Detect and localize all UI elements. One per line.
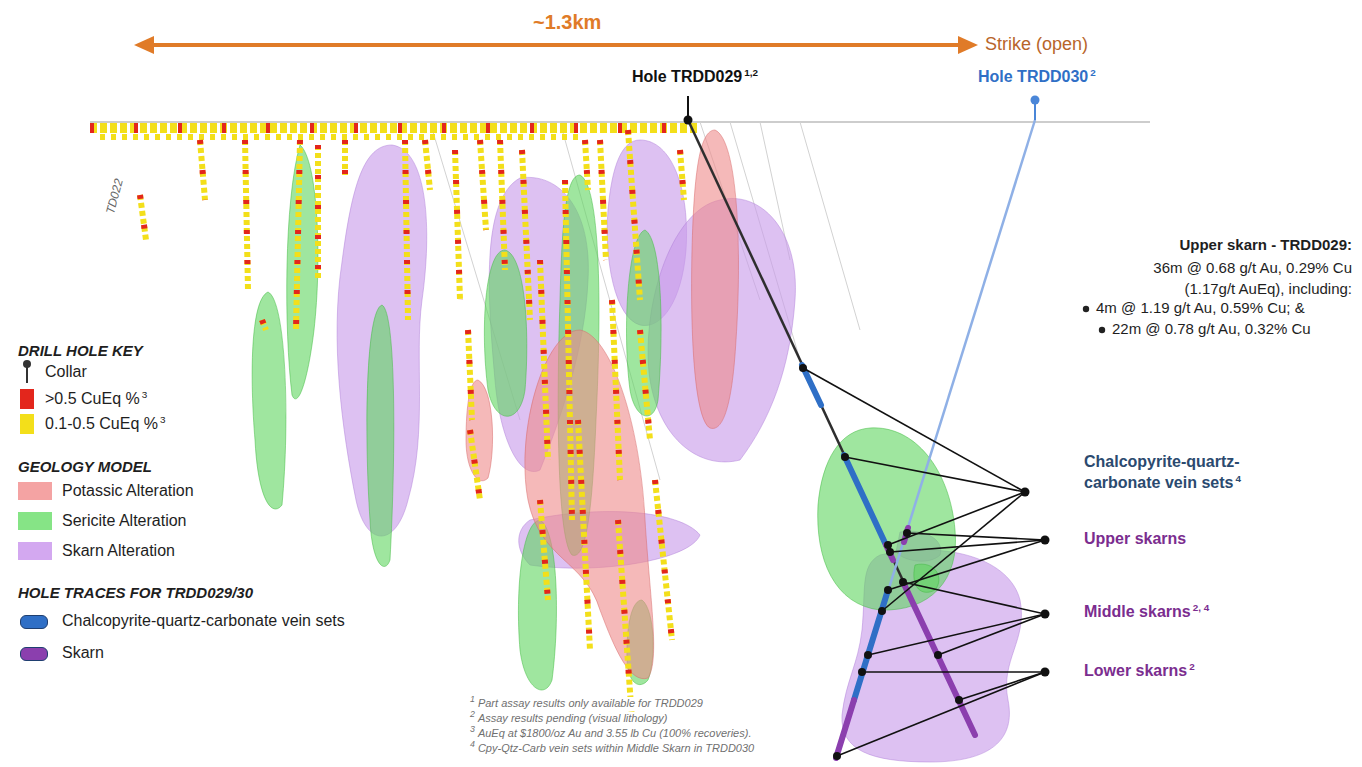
legend-heading: GEOLOGY MODEL: [18, 458, 152, 475]
legend-heading: HOLE TRACES FOR TRDD029/30: [18, 584, 253, 601]
collar-symbol: [20, 359, 34, 385]
footnote: AuEq at $1800/oz Au and 3.55 lb Cu (100%…: [478, 727, 752, 739]
legend-heading: DRILL HOLE KEY: [18, 342, 143, 359]
footnote-marker: 4: [470, 739, 475, 749]
legend-text: Skarn: [62, 644, 104, 661]
callout-label: Middle skarns: [1084, 603, 1191, 620]
footnote-marker: 3: [160, 414, 166, 425]
hole-label: Hole TRDD030: [978, 68, 1088, 85]
color-swatch: [20, 389, 34, 409]
intercept-text: 4m @ 1.19 g/t Au, 0.59% Cu; &: [1096, 299, 1305, 316]
text-group: HOLE TRACES FOR TRDD029/30: [18, 584, 253, 601]
callout-label: Chalcopyrite-quartz-carbonate vein sets: [1084, 453, 1240, 491]
intercept-text: 36m @ 0.68 g/t Au, 0.29% Cu (1.17g/t AuE…: [1153, 259, 1352, 297]
text-group: 22m @ 0.78 g/t Au, 0.32% Cu: [1112, 320, 1311, 337]
text-group: Hole TRDD0291,2: [632, 68, 758, 86]
text-group: Upper skarn - TRDD029:: [1179, 236, 1352, 253]
text-group: DRILL HOLE KEY: [18, 342, 143, 359]
text-group: 3AuEq at $1800/oz Au and 3.55 lb Cu (100…: [470, 727, 751, 739]
footnote: Assay results pending (visual lithology): [478, 712, 668, 724]
legend-entry: Potassic Alteration: [62, 482, 194, 500]
legend-text: 0.1-0.5 CuEq %: [45, 415, 158, 432]
text-group: Middle skarns2, 4: [1084, 603, 1209, 621]
legend-entry: 0.1-0.5 CuEq %3: [45, 415, 165, 433]
footnote-marker: 2, 4: [1193, 602, 1210, 613]
color-swatch: [18, 542, 52, 560]
footnote-marker: 4: [1235, 473, 1241, 484]
legend-entry: >0.5 CuEq %3: [45, 390, 147, 408]
trace-swatch: [20, 615, 48, 629]
legend-text: Potassic Alteration: [62, 482, 194, 499]
trace-swatch: [20, 647, 48, 661]
color-swatch: [18, 512, 52, 530]
legend-text: Collar: [45, 363, 87, 380]
hole-id: TD022: [103, 177, 126, 215]
legend-text: Chalcopyrite-quartz-carbonate vein sets: [62, 612, 345, 629]
legend-text: Sericite Alteration: [62, 512, 187, 529]
text-group: Upper skarns: [1084, 530, 1186, 548]
legend-text: Skarn Alteration: [62, 542, 175, 559]
text-group: Strike (open): [985, 34, 1088, 55]
footnote: Part assay results only available for TR…: [478, 697, 703, 709]
legend-entry: Skarn Alteration: [62, 542, 175, 560]
text-group: GEOLOGY MODEL: [18, 458, 152, 475]
footnote-marker: 1,2: [744, 67, 758, 78]
footnote-marker: 3: [142, 389, 148, 400]
text-group: ~1.3km: [533, 11, 601, 34]
intercept-heading: Upper skarn - TRDD029:: [1179, 236, 1352, 253]
text-group: 4Cpy-Qtz-Carb vein sets within Middle Sk…: [470, 742, 754, 754]
legend-entry: Chalcopyrite-quartz-carbonate vein sets: [62, 612, 345, 630]
direction-label: Strike (open): [985, 34, 1088, 54]
color-swatch: [18, 482, 52, 500]
text-group: 4m @ 1.19 g/t Au, 0.59% Cu; &: [1096, 299, 1305, 316]
legend-entry: Skarn: [62, 644, 104, 662]
callout-label: Lower skarns: [1084, 662, 1187, 679]
legend-entry: Collar: [45, 363, 87, 381]
callout-label: Upper skarns: [1084, 530, 1186, 547]
text-group: Hole TRDD0302: [978, 68, 1096, 86]
footnote-marker: 3: [470, 724, 475, 734]
scale-label: ~1.3km: [533, 11, 601, 33]
text-group: Chalcopyrite-quartz-carbonate vein sets4: [1084, 451, 1264, 493]
text-group: Lower skarns2: [1084, 662, 1195, 680]
footnote-marker: 2: [470, 709, 475, 719]
text-group: TD022: [103, 177, 126, 215]
text-group: 2Assay results pending (visual lithology…: [470, 712, 667, 724]
text-group: 36m @ 0.68 g/t Au, 0.29% Cu (1.17g/t AuE…: [1102, 257, 1352, 299]
legend-entry: Sericite Alteration: [62, 512, 187, 530]
footnote: Cpy-Qtz-Carb vein sets within Middle Ska…: [478, 742, 754, 754]
hole-label: Hole TRDD029: [632, 68, 742, 85]
footnote-marker: 2: [1090, 67, 1096, 78]
footnote-marker: 2: [1189, 661, 1195, 672]
legend-text: >0.5 CuEq %: [45, 390, 140, 407]
color-swatch: [20, 414, 34, 434]
intercept-text: 22m @ 0.78 g/t Au, 0.32% Cu: [1112, 320, 1311, 337]
footnote-marker: 1: [470, 694, 475, 704]
text-group: 1Part assay results only available for T…: [470, 697, 703, 709]
